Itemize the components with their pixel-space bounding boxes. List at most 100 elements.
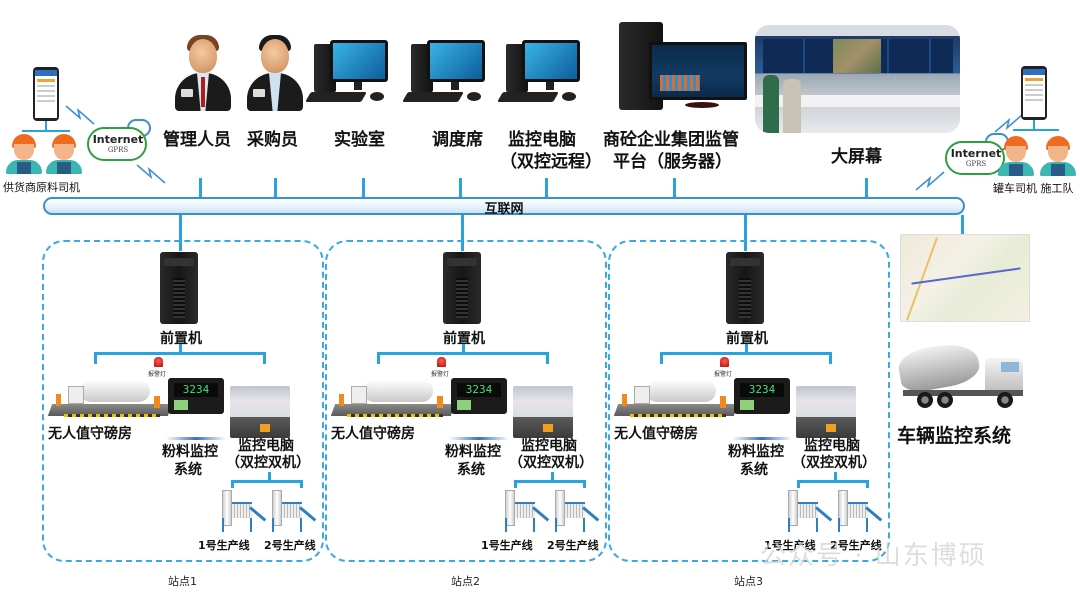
production-line-plant-icon — [786, 490, 836, 534]
connector-line — [545, 178, 548, 198]
production-line-2-label: 2号生产线 — [264, 539, 316, 552]
meter-display-value: 3234 — [457, 383, 501, 397]
powder-monitor-label-line1: 粉料监控 — [162, 444, 218, 460]
wireless-signal-icon — [915, 171, 945, 191]
worker-icon — [998, 136, 1034, 176]
station-box — [608, 240, 890, 562]
wireless-signal-icon — [136, 164, 166, 184]
concrete-mixer-truck-icon — [893, 339, 1028, 410]
connector-line — [797, 480, 869, 483]
connector-line — [268, 472, 271, 482]
front-server-label: 前置机 — [443, 331, 485, 347]
truck-driver-construction-label: 罐车司机 施工队 — [993, 182, 1074, 195]
big-screen-label: 大屏幕 — [831, 147, 882, 167]
production-line-plant-icon — [553, 490, 603, 534]
production-line-1-label: 1号生产线 — [198, 539, 250, 552]
worker-icon — [6, 134, 42, 174]
alarm-light-label: 报警灯 — [714, 371, 733, 378]
connector-line — [263, 352, 266, 364]
cloud-subtitle: GPRS — [107, 146, 129, 154]
connector-line — [673, 178, 676, 198]
powder-monitor-label-line2: 系统 — [457, 462, 485, 478]
buyer-label: 采购员 — [247, 130, 298, 150]
station-monitor-label-line2: （双控双机） — [226, 455, 310, 471]
connector-line — [546, 352, 549, 364]
alarm-light-icon — [154, 357, 163, 367]
sensor-base — [166, 437, 226, 440]
dispatch-computer-icon — [402, 38, 500, 108]
station-name-label: 站点2 — [451, 575, 480, 588]
station-monitor-label-line1: 监控电脑 — [521, 438, 577, 454]
group-platform-server-icon — [615, 22, 750, 114]
powder-monitor-label-line2: 系统 — [174, 462, 202, 478]
worker-icon — [46, 134, 82, 174]
watermark: 公众号 · 山东博硕 — [760, 541, 987, 571]
lab-computer-icon — [305, 38, 403, 108]
weighbridge-label: 无人值守磅房 — [331, 426, 415, 442]
connector-line — [961, 215, 964, 235]
production-line-1-label: 1号生产线 — [764, 539, 816, 552]
station-monitor-label-line2: （双控双机） — [792, 455, 876, 471]
alarm-light-label: 报警灯 — [148, 371, 167, 378]
alarm-light-icon — [720, 357, 729, 367]
connector-line — [94, 352, 266, 355]
monitor-computer-icon — [497, 38, 595, 108]
production-line-plant-icon — [503, 490, 553, 534]
front-server-icon — [160, 252, 198, 324]
weighbridge-truck-icon — [613, 374, 739, 422]
manager-person-icon — [175, 33, 231, 111]
weighbridge-truck-icon — [47, 374, 173, 422]
powder-monitor-label-line2: 系统 — [740, 462, 768, 478]
buyer-person-icon — [247, 33, 303, 111]
worker-icon — [1040, 136, 1076, 176]
meter-display-value: 3234 — [174, 383, 218, 397]
mobile-phone-icon — [33, 67, 59, 121]
connector-line — [179, 344, 182, 354]
internet-cloud-icon: Internet GPRS — [87, 119, 153, 163]
cloud-title: Internet — [92, 133, 144, 146]
vehicle-gps-map-image — [900, 234, 1030, 322]
alarm-light-label: 报警灯 — [431, 371, 450, 378]
production-line-plant-icon — [220, 490, 270, 534]
powder-monitor-label-line1: 粉料监控 — [445, 444, 501, 460]
production-line-2-label: 2号生产线 — [547, 539, 599, 552]
vehicle-monitoring-label: 车辆监控系统 — [897, 425, 1012, 447]
wireless-signal-icon — [994, 113, 1024, 133]
powder-meter-icon: 3234 — [451, 378, 507, 414]
production-line-plant-icon — [836, 490, 886, 534]
connector-line — [745, 344, 748, 354]
station-monitor-photo — [230, 386, 290, 438]
big-screen-control-room-image — [755, 25, 960, 133]
connector-line — [660, 352, 832, 355]
group-platform-label-line2: 平台（服务器） — [613, 152, 732, 172]
monitor-pc-label-line1: 监控电脑 — [508, 130, 576, 150]
station-name-label: 站点1 — [168, 575, 197, 588]
powder-meter-icon: 3234 — [168, 378, 224, 414]
internet-backbone-bus: 互联网 — [43, 197, 965, 217]
front-server-icon — [726, 252, 764, 324]
connector-line — [1033, 120, 1035, 130]
backbone-label: 互联网 — [484, 202, 524, 217]
station-monitor-label-line1: 监控电脑 — [804, 438, 860, 454]
connector-line — [866, 480, 869, 488]
connector-line — [829, 352, 832, 364]
sensor-base — [732, 437, 792, 440]
connector-line — [231, 480, 303, 483]
internet-cloud-icon: Internet GPRS — [945, 133, 1011, 177]
cloud-subtitle: GPRS — [965, 160, 987, 168]
connector-line — [179, 215, 182, 251]
powder-meter-icon: 3234 — [734, 378, 790, 414]
station-monitor-photo — [796, 386, 856, 438]
station-monitor-photo — [513, 386, 573, 438]
monitor-pc-label-line2: （双控远程） — [500, 152, 602, 172]
connector-line — [274, 178, 277, 198]
station-monitor-label-line2: （双控双机） — [509, 455, 593, 471]
weighbridge-truck-icon — [330, 374, 456, 422]
connector-line — [462, 344, 465, 354]
connector-line — [231, 480, 234, 488]
connector-line — [514, 480, 586, 483]
connector-line — [865, 178, 868, 198]
connector-line — [834, 472, 837, 482]
front-server-icon — [443, 252, 481, 324]
manager-label: 管理人员 — [163, 130, 231, 150]
